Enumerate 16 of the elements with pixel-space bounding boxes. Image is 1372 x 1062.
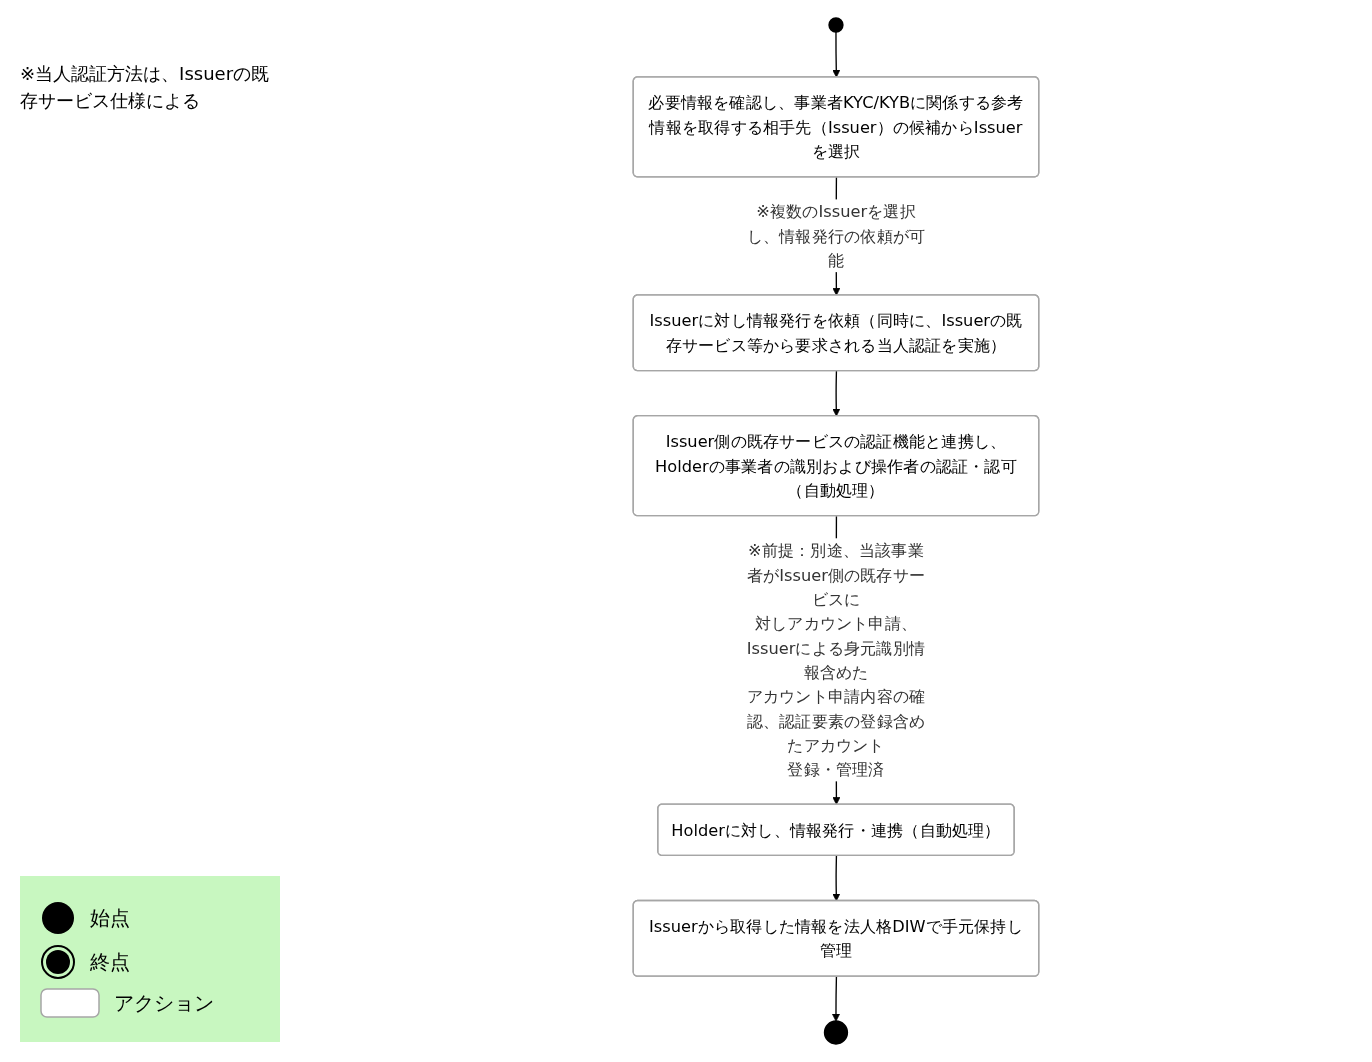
action-box: Issuer側の既存サービスの認証機能と連携し、Holderの事業者の識別および操作者の認証・認可（自動処理） xyxy=(632,414,1040,517)
end-node xyxy=(823,1020,849,1045)
arrow xyxy=(832,855,841,902)
action-box: 必要情報を確認し、事業者KYC/KYBに関係する参考情報を取得する相手先（Issuer）の候補からIssuerを選択 xyxy=(632,76,1040,178)
arrow xyxy=(832,370,841,417)
legend-label: アクション xyxy=(114,989,214,1017)
legend-label: 終点 xyxy=(90,948,130,976)
note-text: ※当人認証方法は、Issuerの既存サービス仕様による xyxy=(20,62,271,113)
arrow xyxy=(832,31,841,78)
action-box: Holderに対し、情報発行・連携（自動処理） xyxy=(657,803,1015,857)
arrow xyxy=(832,975,840,1022)
action-box: Issuerに対し情報発行を依頼（同時に、Issuerの既存サービス等から要求される当人認証を実施） xyxy=(632,294,1040,372)
start-node xyxy=(828,17,844,33)
action-box: Issuerから取得した情報を法人格DIWで手元保持し管理 xyxy=(632,899,1040,977)
legend-label: 始点 xyxy=(90,904,130,932)
edge-label: ※前提：別途、当該事業者がIssuer側の既存サービスに対しアカウント申請、Issuerによる身元識別情報含めたアカウント申請内容の確認、認証要素の登録含めたアカウント登録・管理済 xyxy=(745,538,927,782)
